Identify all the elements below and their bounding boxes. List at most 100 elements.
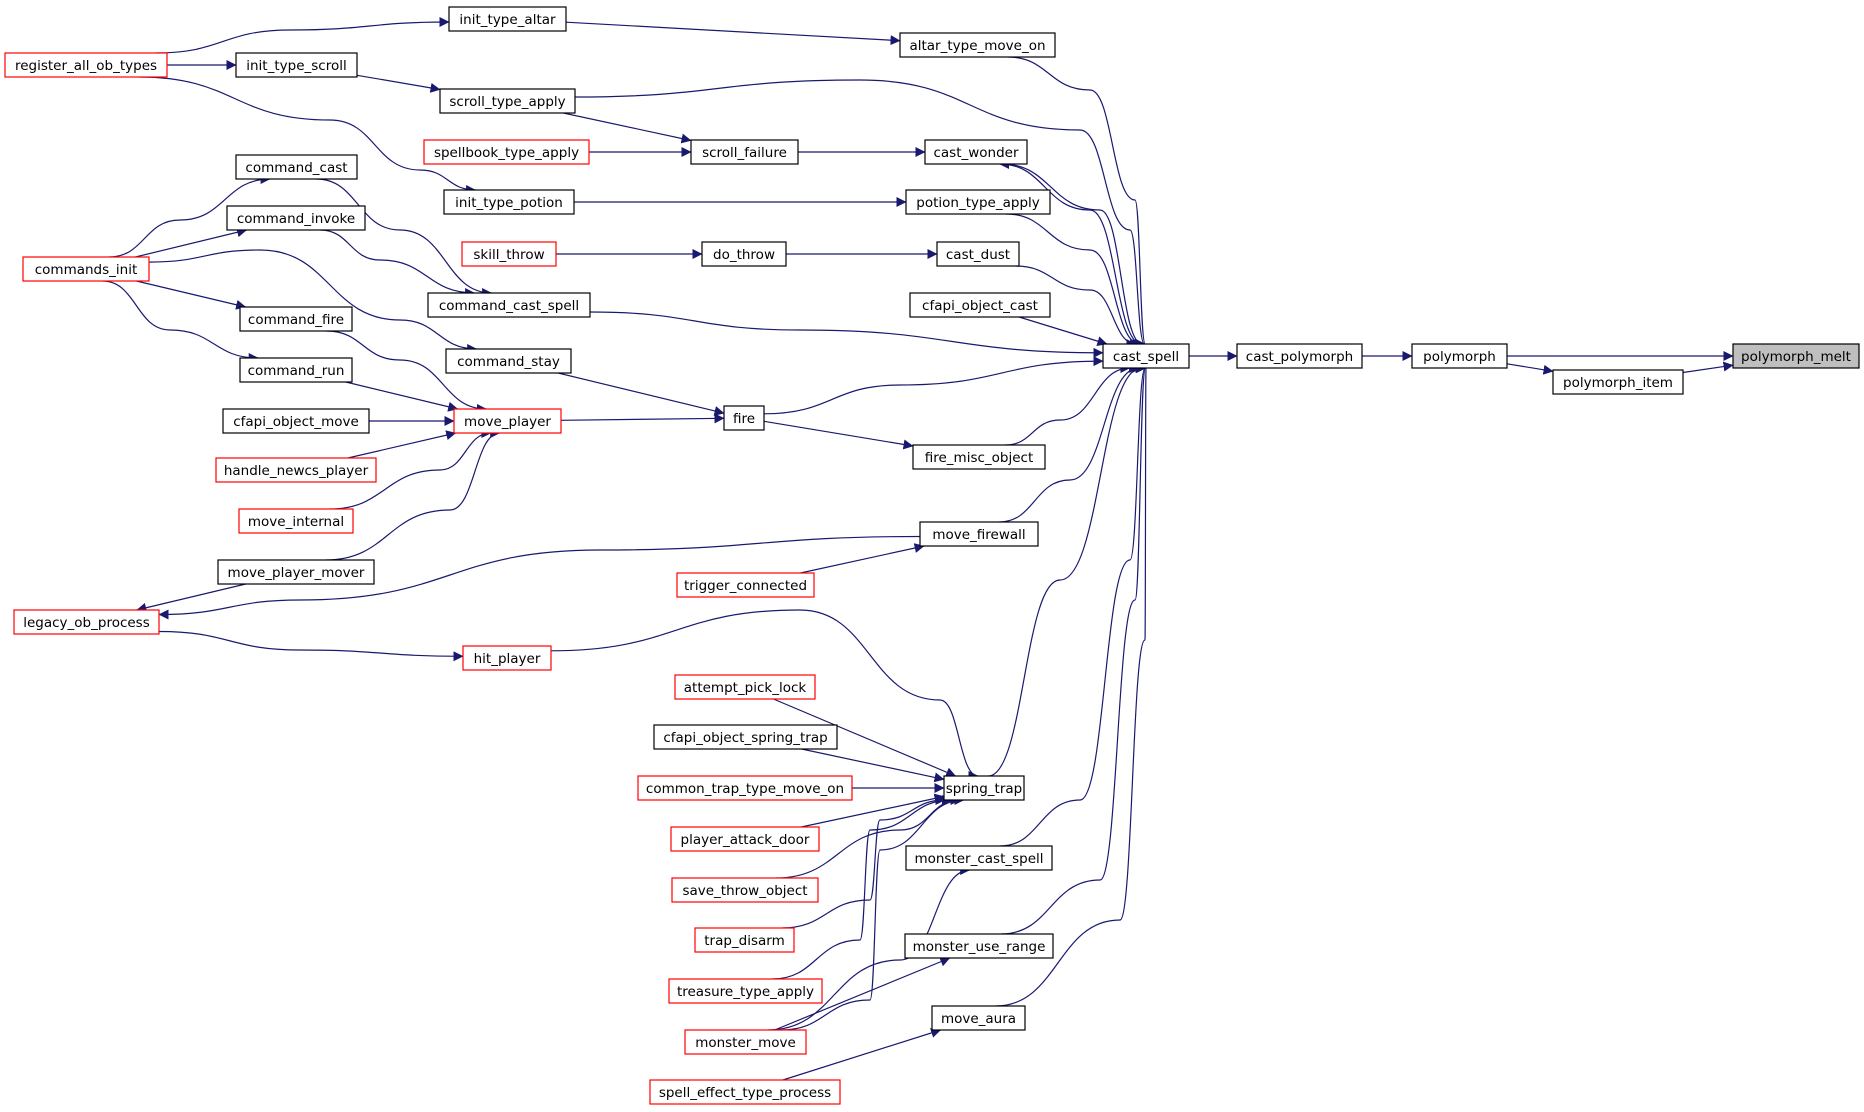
- node-scroll-type-apply[interactable]: scroll_type_apply: [439, 88, 576, 114]
- node-spring-trap[interactable]: spring_trap: [943, 775, 1025, 801]
- edge-treasure_type_apply-to-spring_trap: [772, 795, 952, 980]
- edge-commands_init-to-command_fire: [136, 280, 247, 310]
- node-polymorph-melt[interactable]: polymorph_melt: [1732, 343, 1860, 369]
- node-box: [1552, 369, 1684, 395]
- node-label: scroll_failure: [702, 145, 787, 161]
- node-box: [694, 927, 795, 953]
- node-scroll-failure[interactable]: scroll_failure: [690, 139, 799, 165]
- edge-move_player_mover-to-legacy_ob_process: [136, 583, 246, 613]
- node-polymorph-item[interactable]: polymorph_item: [1552, 369, 1684, 395]
- node-command-cast-spell[interactable]: command_cast_spell: [427, 292, 591, 318]
- node-box: [943, 775, 1025, 801]
- node-common-trap-type-move-on[interactable]: common_trap_type_move_on: [637, 775, 853, 801]
- node-cast-spell[interactable]: cast_spell: [1102, 343, 1190, 369]
- node-move-firewall[interactable]: move_firewall: [919, 521, 1039, 547]
- edge-altar_type_move_on-to-cast_spell: [1007, 56, 1146, 349]
- node-handle-newcs-player[interactable]: handle_newcs_player: [215, 457, 377, 483]
- node-treasure-type-apply[interactable]: treasure_type_apply: [668, 978, 823, 1004]
- node-save-throw-object[interactable]: save_throw_object: [671, 877, 819, 903]
- node-polymorph[interactable]: polymorph: [1411, 343, 1508, 369]
- node-box: [462, 645, 552, 671]
- node-label: fire: [733, 411, 755, 427]
- node-fire-misc-object[interactable]: fire_misc_object: [912, 444, 1046, 470]
- node-init-type-potion[interactable]: init_type_potion: [443, 189, 575, 215]
- node-command-cast[interactable]: command_cast: [235, 154, 358, 180]
- node-box: [4, 52, 168, 78]
- node-monster-move[interactable]: monster_move: [684, 1029, 807, 1055]
- edge-spring_trap-to-cast_spell: [988, 363, 1142, 777]
- node-fire[interactable]: fire: [723, 405, 765, 431]
- node-box: [723, 405, 765, 431]
- node-label: common_trap_type_move_on: [646, 781, 844, 797]
- node-label: register_all_ob_types: [15, 58, 157, 74]
- edge-cast_wonder-to-cast_spell: [1001, 163, 1143, 349]
- node-move-aura[interactable]: move_aura: [931, 1005, 1026, 1031]
- node-trigger-connected[interactable]: trigger_connected: [676, 572, 815, 598]
- node-box: [235, 52, 358, 78]
- node-commands-init[interactable]: commands_init: [22, 256, 150, 282]
- edge-move_aura-to-cast_spell: [995, 367, 1147, 1007]
- node-potion-type-apply[interactable]: potion_type_apply: [905, 189, 1051, 215]
- node-label: command_run: [248, 363, 345, 379]
- node-command-stay[interactable]: command_stay: [445, 348, 572, 374]
- edge-init_type_scroll-to-scroll_type_apply: [356, 74, 441, 93]
- node-label: init_type_potion: [455, 195, 563, 211]
- node-cfapi-object-cast[interactable]: cfapi_object_cast: [909, 292, 1051, 318]
- node-move-player-mover[interactable]: move_player_mover: [217, 559, 375, 585]
- node-box: [1236, 343, 1363, 369]
- node-command-invoke[interactable]: command_invoke: [226, 205, 366, 231]
- node-label: move_aura: [941, 1011, 1016, 1027]
- node-label: cfapi_object_spring_trap: [663, 730, 827, 746]
- node-move-internal[interactable]: move_internal: [238, 508, 354, 534]
- node-hit-player[interactable]: hit_player: [462, 645, 552, 671]
- node-skill-throw[interactable]: skill_throw: [461, 241, 557, 267]
- node-spell-effect-type-process[interactable]: spell_effect_type_process: [649, 1079, 841, 1105]
- node-label: altar_type_move_on: [909, 38, 1045, 54]
- node-monster-cast-spell[interactable]: monster_cast_spell: [905, 845, 1053, 871]
- edge-commands_init-to-command_invoke: [135, 227, 248, 258]
- node-label: cfapi_object_cast: [922, 298, 1038, 314]
- edge-register_all_ob_types-to-init_type_potion: [139, 76, 477, 195]
- node-label: command_invoke: [237, 211, 355, 227]
- node-cfapi-object-move[interactable]: cfapi_object_move: [222, 408, 370, 434]
- node-command-run[interactable]: command_run: [239, 357, 353, 383]
- node-label: cast_dust: [946, 247, 1010, 263]
- node-spellbook-type-apply[interactable]: spellbook_type_apply: [423, 139, 590, 165]
- node-altar-type-move-on[interactable]: altar_type_move_on: [899, 32, 1056, 58]
- edge-move_player-to-fire: [560, 413, 725, 424]
- node-command-fire[interactable]: command_fire: [239, 306, 353, 332]
- node-cast-dust[interactable]: cast_dust: [936, 241, 1020, 267]
- node-box: [905, 189, 1051, 215]
- node-box: [1411, 343, 1508, 369]
- node-label: commands_init: [35, 262, 138, 278]
- node-label: monster_cast_spell: [914, 851, 1043, 867]
- node-label: init_type_altar: [459, 12, 556, 28]
- node-box: [919, 521, 1039, 547]
- node-box: [649, 1079, 841, 1105]
- node-monster-use-range[interactable]: monster_use_range: [904, 933, 1054, 959]
- edge-command_cast_spell-to-cast_spell: [589, 311, 1104, 358]
- node-label: spell_effect_type_process: [659, 1085, 831, 1101]
- node-player-attack-door[interactable]: player_attack_door: [670, 826, 820, 852]
- node-label: move_internal: [248, 514, 344, 530]
- node-cast-polymorph[interactable]: cast_polymorph: [1236, 343, 1363, 369]
- edge-monster_move-to-spring_trap: [781, 795, 965, 1031]
- node-box: [701, 241, 787, 267]
- edge-monster_use_range-to-cast_spell: [1000, 363, 1147, 935]
- node-label: treasure_type_apply: [677, 984, 814, 1000]
- node-do-throw[interactable]: do_throw: [701, 241, 787, 267]
- edge-handle_newcs_player-to-move_player: [347, 430, 457, 459]
- node-init-type-scroll[interactable]: init_type_scroll: [235, 52, 358, 78]
- node-label: spring_trap: [946, 781, 1022, 797]
- node-register-all-ob-types[interactable]: register_all_ob_types: [4, 52, 168, 78]
- node-legacy-ob-process[interactable]: legacy_ob_process: [13, 609, 160, 635]
- node-cfapi-object-spring-trap[interactable]: cfapi_object_spring_trap: [653, 724, 838, 750]
- node-cast-wonder[interactable]: cast_wonder: [924, 139, 1028, 165]
- edge-spell_effect_type_process-to-move_aura: [782, 1028, 942, 1081]
- node-box: [690, 139, 799, 165]
- node-attempt-pick-lock[interactable]: attempt_pick_lock: [674, 674, 816, 700]
- node-init-type-altar[interactable]: init_type_altar: [448, 6, 567, 32]
- node-move-player[interactable]: move_player: [453, 408, 562, 434]
- node-trap-disarm[interactable]: trap_disarm: [694, 927, 795, 953]
